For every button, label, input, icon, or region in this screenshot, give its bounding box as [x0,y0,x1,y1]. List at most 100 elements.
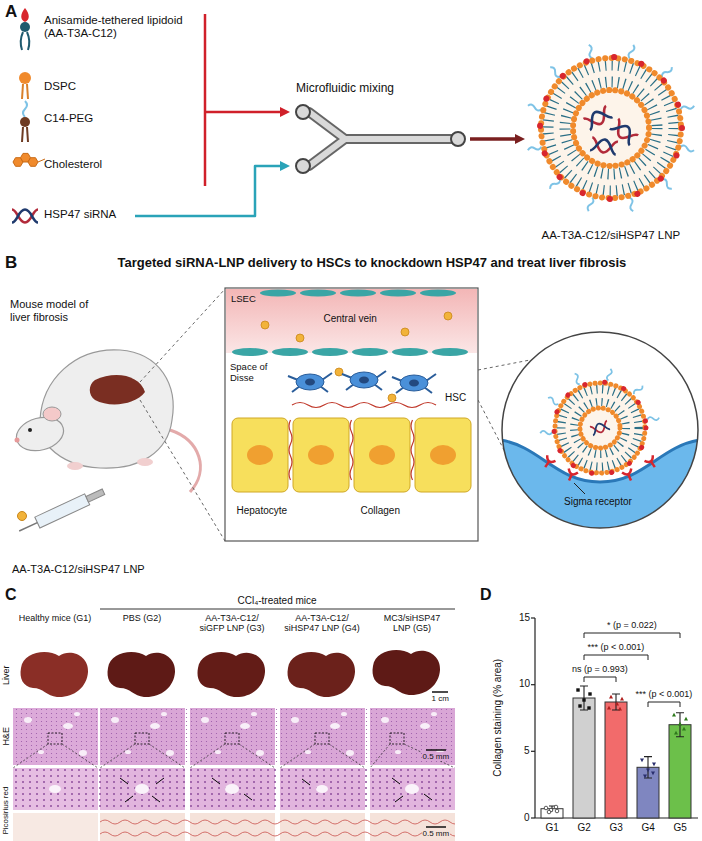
picrosirius-images [100,813,455,841]
bar-chart [609,695,613,699]
cell-inset [606,369,612,382]
significance-label: ns (p = 0.993) [572,664,628,674]
bar-chart [531,817,535,818]
lnp-particle [680,145,695,152]
bar-chart [555,809,559,813]
sinusoid-schematic [369,445,395,465]
sinusoid-schematic [289,420,292,480]
lnp-particle [587,197,594,212]
he-stain-images [135,733,149,744]
group-label: CCl₄-treated mice [238,595,317,607]
sinusoid-schematic [415,418,471,492]
he-zoom-images [49,784,419,794]
zoom-connectors [100,744,185,768]
lnp-particle [610,119,638,146]
he-zoom-images [13,768,455,810]
cell-inset [561,389,639,467]
bar-chart [643,775,647,779]
he-zoom-images [316,785,328,793]
node-text: Cholesterol [44,158,102,171]
sinusoid-schematic [232,418,471,492]
lnp-node: AA-T3A-C12/siHSP47 LNP [525,33,697,248]
lnp-dot [18,512,27,521]
category-label: G3 [610,822,623,834]
microfluidic-chip [296,105,465,173]
zoom-connectors [370,744,455,768]
he-zoom-images [135,784,149,794]
syringe [86,489,105,502]
microfluidic-chip [309,112,452,166]
arrowhead [280,107,290,117]
he-stain-images [315,733,329,744]
he-stain-images [111,712,174,756]
component-list: Anisamide-tethered lipidoid (AA-T3A-C12)… [40,8,205,188]
bar-chart [584,633,680,638]
bar-chart [576,688,591,709]
bar-chart [607,695,624,711]
cell-inset [545,461,549,467]
dspc-icon [19,72,31,99]
cell-inset [644,455,658,470]
bar-chart [544,806,548,810]
bar-chart [587,706,590,709]
cell-inset [554,382,646,474]
bar-chart [544,805,559,814]
bar-chart [541,809,563,818]
column-header: MC3/siHSP47 LNP (G5) [378,613,446,634]
bar-chart [651,772,655,776]
bar-chart [648,702,680,707]
sirna-component: HSP47 siRNA [40,202,135,230]
liver-photos [108,652,176,697]
scale-label: 0.5 mm [422,752,451,761]
sinusoid-schematic [392,374,436,393]
sinusoid-schematic [232,418,288,492]
peg-icon [20,101,30,142]
lnp-particle [680,104,695,111]
he-zoom-images [405,784,419,794]
microfluidic-chip [296,159,310,173]
flow-line [205,111,281,114]
bar-chart [531,618,698,818]
axis-tick-label: 10 [519,678,530,690]
model-label: Mouse model of liver fibrosis [10,298,110,323]
cell-inset [580,408,620,448]
microfluidic-chip [451,132,465,146]
he-stain-images [390,733,404,744]
sinusoid-schematic [401,328,409,336]
cell-inset [647,416,660,422]
flow-line [470,137,516,141]
bar-chart [644,757,652,778]
cell-inset [628,474,631,480]
cell-label: LSEC [231,294,256,305]
sinusoid-schematic [352,348,388,356]
lipidoid-icon [21,32,30,50]
receptor-label: Sigma receptor [564,496,632,508]
bar-chart [584,677,616,682]
sinusoid-schematic [409,380,419,387]
panel-letter: D [480,586,492,604]
panel-heading: Targeted siRNA-LNP delivery to HSCs to k… [118,256,627,271]
category-label: G2 [578,822,591,834]
category-label: G5 [674,822,687,834]
cell-label: Hepatocyte [237,505,288,517]
bar-chart [652,763,656,767]
row-label: Liver [1,665,11,685]
cell-inset [573,373,582,386]
bar-chart [620,697,624,701]
node-text: C14-PEG [44,112,93,125]
he-stain-images [201,712,264,756]
syringe [17,486,106,536]
sinusoid-schematic [288,373,332,392]
lnp-particle [590,137,618,154]
lnp-particle [587,44,594,59]
cell-inset [500,332,700,530]
picrosirius-images [426,826,446,828]
panel-letter: A [5,2,17,22]
flow-arrow [205,107,290,117]
sinusoid-schematic [293,418,349,492]
bar-chart [588,692,591,695]
bar-chart [584,655,648,660]
category-label: G4 [642,822,655,834]
node-text: DSPC [44,80,76,93]
